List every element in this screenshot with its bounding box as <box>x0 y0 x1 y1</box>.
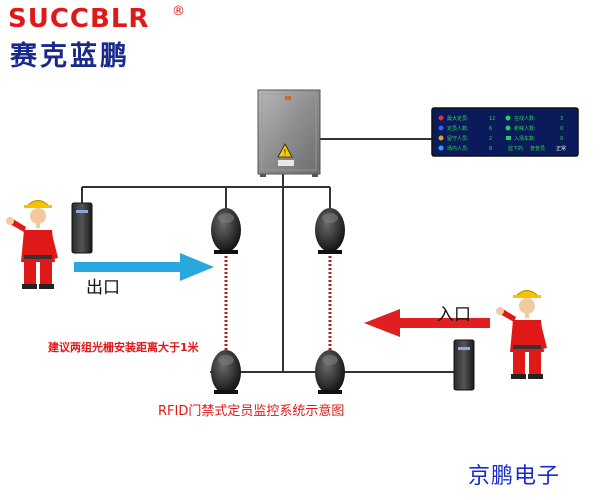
display-row-1: 定员人数: 6 新喊人数: 0 <box>438 125 563 132</box>
display-row-2: 留守人员: 2 入场车数: 0 <box>438 135 563 142</box>
sensor-top-right <box>315 208 345 254</box>
worker-left-icon <box>6 200 58 289</box>
led-row2-left-value: 2 <box>489 136 492 142</box>
led-status-left: 监下的 <box>508 145 523 152</box>
led-row0-right-label: 在线人数: <box>514 115 536 122</box>
led-row3-left-label: 场内人员: <box>447 145 469 152</box>
rfid-reader-exit-icon <box>71 202 93 254</box>
led-display-icon: 最大定员: 12 在线人数: 3 定员人数: 6 新喊人数: 0 留守人员: 2… <box>431 107 579 157</box>
light-beams <box>224 252 332 352</box>
led-row2-right-value: 0 <box>560 136 563 142</box>
led-status-mid: 普普员 <box>530 145 545 152</box>
registered-mark: ® <box>172 4 185 19</box>
led-row3-left-value: 8 <box>489 146 492 152</box>
distance-note: 建议两组光栅安装距离大于1米 <box>48 341 199 354</box>
led-row0-left-label: 最大定员: <box>447 115 469 122</box>
sensor-bottom-left <box>211 350 241 394</box>
worker-right-icon <box>496 290 547 379</box>
entry-arrow-icon <box>364 309 490 337</box>
led-row1-right-value: 0 <box>560 126 563 132</box>
led-status-right: 正常 <box>556 145 566 152</box>
led-row1-left-label: 定员人数: <box>447 125 469 132</box>
led-row2-left-label: 留守人员: <box>447 135 469 142</box>
led-row1-right-label: 新喊人数: <box>514 125 536 132</box>
rfid-reader-entry-icon <box>453 339 475 391</box>
entry-label: 入口 <box>437 305 471 325</box>
led-row0-right-value: 3 <box>560 116 563 122</box>
exit-arrow-icon <box>74 253 214 281</box>
led-row1-left-value: 6 <box>489 126 492 132</box>
led-row2-right-label: 入场车数: <box>514 135 536 142</box>
display-row-0: 最大定员: 12 在线人数: 3 <box>438 115 563 122</box>
control-cabinet-icon: ! <box>257 89 321 177</box>
brand-name-cn: 赛克蓝鹏 <box>10 41 130 72</box>
brand-name-en: SUCCBLR <box>8 4 150 34</box>
sensor-bottom-right <box>315 350 345 394</box>
exit-label: 出口 <box>86 278 120 298</box>
sensor-top-left <box>211 208 241 254</box>
company-name: 京鹏电子 <box>468 464 561 489</box>
led-row0-left-value: 12 <box>489 116 495 122</box>
svg-text:!: ! <box>283 148 286 157</box>
display-row-3: 场内人员: 8 监下的 普普员 正常 <box>438 145 566 152</box>
diagram-caption: RFID门禁式定员监控系统示意图 <box>158 404 345 419</box>
